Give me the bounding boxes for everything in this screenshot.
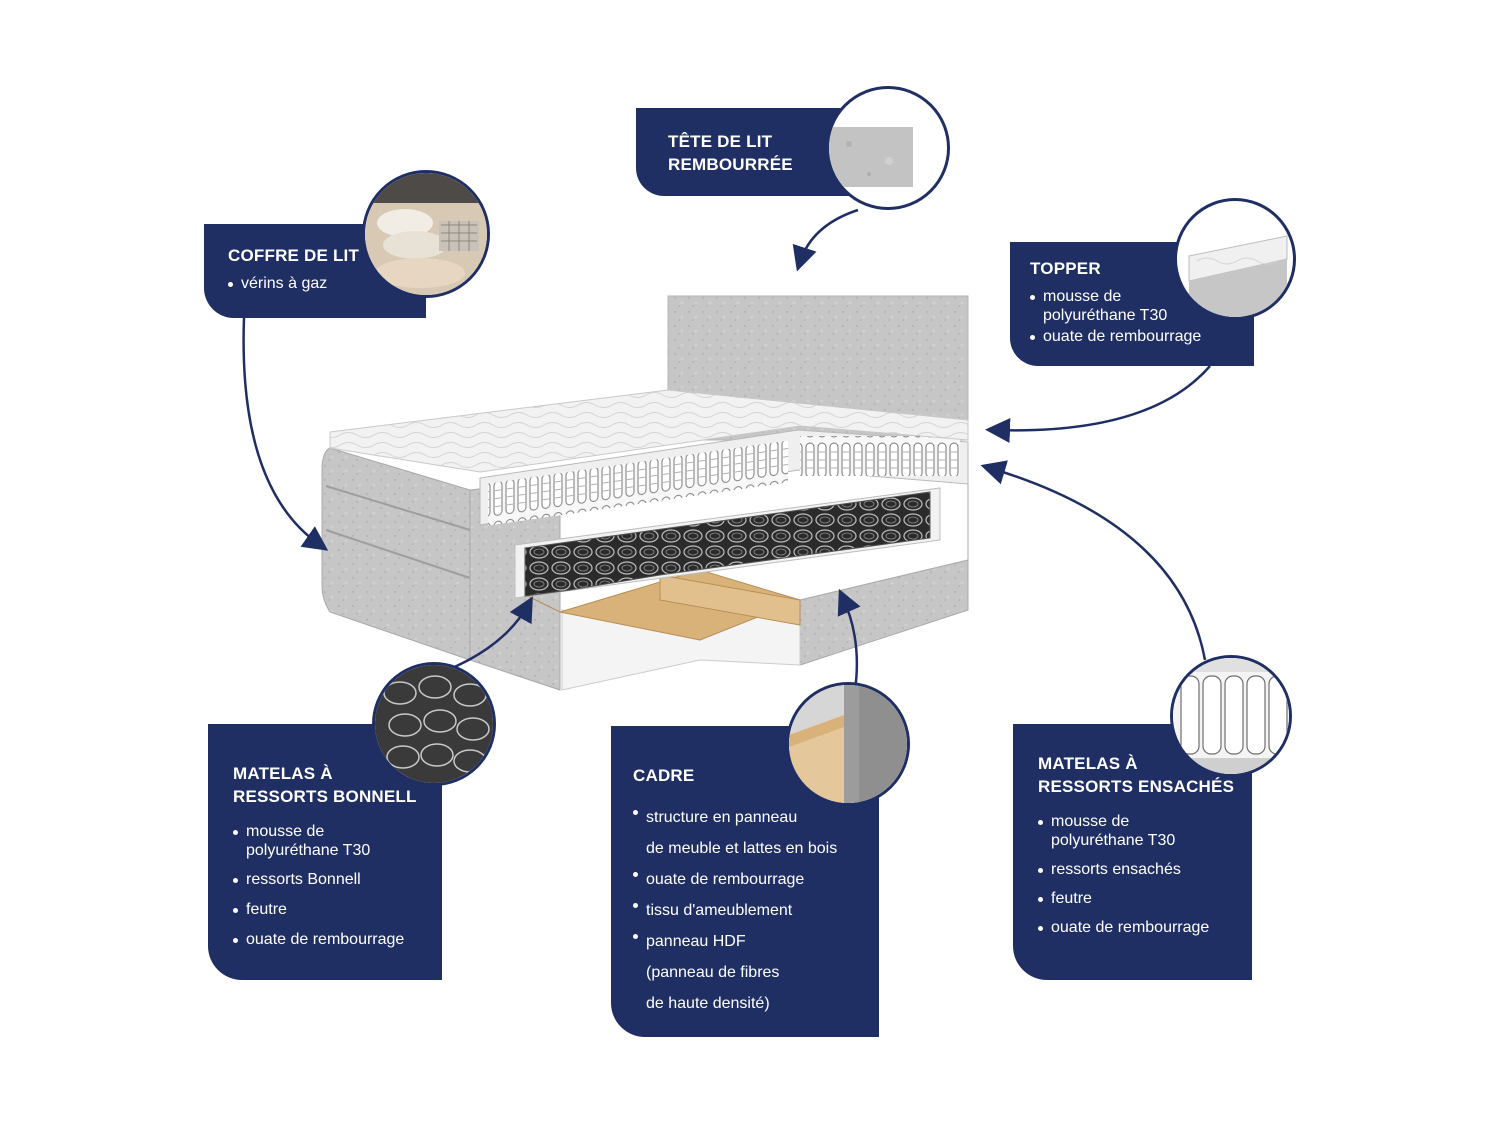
frame-title: CADRE bbox=[633, 766, 695, 785]
pocket-title: MATELAS À RESSORTS ENSACHÉS bbox=[1038, 754, 1235, 796]
arrow-frame bbox=[837, 588, 861, 691]
arrow-headboard bbox=[792, 208, 859, 272]
pocket-item: mousse de polyuréthane T30 bbox=[1038, 812, 1252, 850]
topper-corner-icon bbox=[1174, 198, 1296, 320]
pocket-springs-front bbox=[488, 440, 788, 526]
bonnell-item: ressorts Bonnell bbox=[233, 870, 442, 889]
pocket-springs-back bbox=[800, 436, 960, 476]
frame-item: structure en panneau de meuble et lattes… bbox=[633, 802, 879, 864]
bonnell-coils bbox=[524, 491, 931, 597]
storage-title: COFFRE DE LIT bbox=[228, 246, 360, 265]
bonnell-item: feutre bbox=[233, 900, 442, 919]
pocket-item: ressorts ensachés bbox=[1038, 860, 1252, 879]
arrow-storage bbox=[242, 317, 329, 551]
pillows-storage-icon bbox=[362, 170, 490, 298]
label-pocket: MATELAS À RESSORTS ENSACHÉS mousse de po… bbox=[1013, 724, 1252, 980]
headboard-title: TÊTE DE LIT REMBOURRÉE bbox=[668, 132, 793, 174]
frame-item: tissu d'ameublement bbox=[633, 895, 879, 926]
bonnell-item: ouate de rembourrage bbox=[233, 930, 442, 949]
bonnell-title: MATELAS À RESSORTS BONNELL bbox=[233, 764, 417, 806]
pocket-item: feutre bbox=[1038, 889, 1252, 908]
pocket-springs-icon bbox=[1170, 655, 1292, 777]
topper-item: mousse de polyuréthane T30 bbox=[1030, 287, 1254, 325]
frame-item: ouate de rembourrage bbox=[633, 864, 879, 895]
topper-item: ouate de rembourrage bbox=[1030, 327, 1254, 346]
topper-shape bbox=[329, 389, 969, 473]
label-storage: COFFRE DE LIT vérins à gaz bbox=[204, 224, 426, 318]
velvet-fabric-swatch-icon bbox=[826, 86, 950, 210]
arrow-topper bbox=[985, 365, 1211, 443]
bonnell-item: mousse de polyuréthane T30 bbox=[233, 822, 442, 860]
frame-item: panneau HDF (panneau de fibres de haute … bbox=[633, 926, 879, 1019]
wooden-frame-corner-icon bbox=[786, 682, 910, 806]
storage-item: vérins à gaz bbox=[228, 274, 426, 293]
pocket-item: ouate de rembourrage bbox=[1038, 918, 1252, 937]
arrow-pocket bbox=[980, 460, 1207, 661]
bonnell-springs-icon bbox=[372, 662, 496, 786]
topper-title: TOPPER bbox=[1030, 259, 1101, 278]
